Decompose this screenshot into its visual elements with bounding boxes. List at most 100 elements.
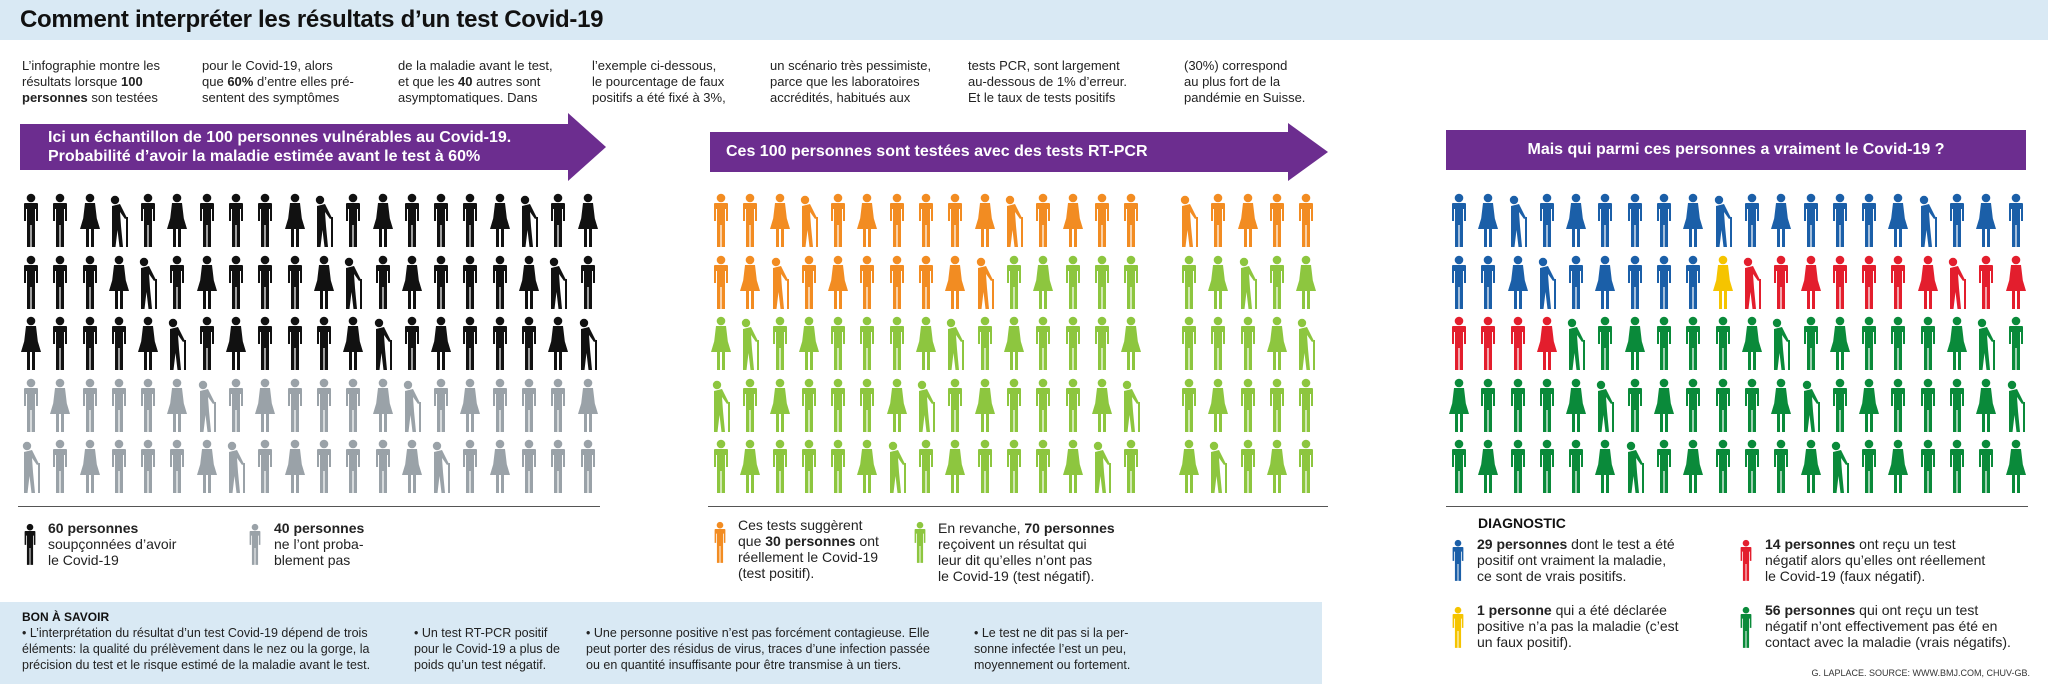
person-icon — [1060, 255, 1086, 310]
person-icon — [1089, 316, 1115, 371]
person-icon — [194, 378, 220, 433]
person-icon — [545, 255, 571, 310]
person-icon — [1973, 439, 1999, 494]
person-icon — [1205, 193, 1231, 248]
person-icon — [135, 439, 161, 494]
person-icon — [18, 316, 44, 371]
legend-line: 29 personnes dont le test a été — [1477, 536, 1675, 552]
legend-line: 1 personne qui a été déclarée — [1477, 602, 1667, 618]
person-icon — [106, 255, 132, 310]
person-icon — [1446, 439, 1472, 494]
person-icon — [1448, 600, 1468, 655]
person-icon — [106, 316, 132, 371]
person-icon — [2003, 255, 2029, 310]
person-icon — [575, 193, 601, 248]
person-icon — [20, 517, 40, 572]
person-icon — [282, 378, 308, 433]
person-icon — [1089, 193, 1115, 248]
person-icon — [1973, 316, 1999, 371]
person-icon — [1118, 316, 1144, 371]
person-icon — [1736, 533, 1756, 588]
person-icon — [516, 193, 542, 248]
person-icon — [252, 193, 278, 248]
person-icon — [884, 378, 910, 433]
person-icon — [1264, 255, 1290, 310]
banner-test-text: Ces 100 personnes sont testées avec des … — [726, 143, 1148, 160]
person-icon — [370, 378, 396, 433]
legend-line: ne l’ont proba- — [274, 536, 364, 552]
person-icon — [1856, 439, 1882, 494]
person-icon — [1592, 316, 1618, 371]
legend-line: soupçonnées d’avoir — [48, 536, 177, 552]
source-credit: G. LAPLACE. SOURCE: WWW.BMJ.COM, CHUV-GB… — [1811, 668, 2030, 678]
person-icon — [1205, 378, 1231, 433]
person-icon — [825, 255, 851, 310]
intro-line: résultats lorsque 100 — [22, 74, 143, 89]
banner-diagnosis-text: Mais qui parmi ces personnes a vraiment … — [1527, 141, 1945, 158]
person-icon — [1118, 439, 1144, 494]
person-icon — [913, 378, 939, 433]
person-icon — [135, 255, 161, 310]
person-icon — [1651, 316, 1677, 371]
person-icon — [710, 515, 730, 570]
person-icon — [737, 193, 763, 248]
person-icon — [1944, 193, 1970, 248]
person-icon — [2003, 378, 2029, 433]
banner-sample: Ici un échantillon de 100 personnes vuln… — [20, 124, 568, 170]
intro-line: sentent des symptômes — [202, 90, 340, 105]
person-icon — [1592, 439, 1618, 494]
person-icon — [942, 255, 968, 310]
legend-line: positive n’a pas la maladie (c’est — [1477, 618, 1679, 634]
person-icon — [913, 439, 939, 494]
person-icon — [1915, 193, 1941, 248]
person-icon — [1915, 255, 1941, 310]
person-icon — [77, 316, 103, 371]
person-icon — [1856, 193, 1882, 248]
person-icon — [1264, 316, 1290, 371]
person-icon — [135, 316, 161, 371]
person-icon — [1592, 378, 1618, 433]
person-icon — [77, 378, 103, 433]
person-icon — [1651, 193, 1677, 248]
person-icon — [545, 378, 571, 433]
person-icon — [2003, 193, 2029, 248]
good-to-know-item: • Le test ne dit pas si la per- sonne in… — [974, 625, 1130, 673]
person-icon — [1264, 378, 1290, 433]
person-icon — [796, 439, 822, 494]
person-icon — [708, 255, 734, 310]
person-icon — [1235, 378, 1261, 433]
diagnostic-true-negative: 56 personnes qui ont reçu un test négati… — [1765, 602, 2011, 650]
good-to-know-line: • Une personne positive n’est pas forcém… — [586, 626, 930, 640]
legend-70-negative: En revanche, 70 personnes reçoivent un r… — [938, 520, 1115, 584]
person-icon — [854, 255, 880, 310]
person-icon — [1475, 255, 1501, 310]
person-icon — [545, 439, 571, 494]
legend-line: ce sont de vrais positifs. — [1477, 568, 1627, 584]
person-icon — [1768, 439, 1794, 494]
person-icon — [1827, 193, 1853, 248]
person-icon — [942, 439, 968, 494]
banner-line: Ici un échantillon de 100 personnes vuln… — [48, 129, 512, 146]
intro-line: asymptomatiques. Dans — [398, 90, 538, 105]
person-icon — [487, 439, 513, 494]
person-icon — [1205, 255, 1231, 310]
page-title: Comment interpréter les résultats d’un t… — [20, 6, 604, 33]
intro-col-2: pour le Covid-19, alors que 60% d’entre … — [202, 58, 354, 106]
person-icon — [428, 439, 454, 494]
person-icon — [428, 255, 454, 310]
person-icon — [854, 378, 880, 433]
person-icon — [884, 255, 910, 310]
person-icon — [1475, 439, 1501, 494]
person-icon — [1060, 193, 1086, 248]
diagnostic-true-positive: 29 personnes dont le test a été positif … — [1477, 536, 1675, 584]
person-icon — [1293, 378, 1319, 433]
person-icon — [854, 439, 880, 494]
person-icon — [1798, 255, 1824, 310]
person-icon — [1293, 439, 1319, 494]
legend-line: contact avec la maladie (vrais négatifs)… — [1765, 634, 2011, 650]
person-icon — [1710, 255, 1736, 310]
person-icon — [223, 255, 249, 310]
intro-line: au plus fort de la — [1184, 74, 1281, 89]
intro-line: un scénario très pessimiste, — [770, 58, 932, 73]
person-icon — [1563, 378, 1589, 433]
